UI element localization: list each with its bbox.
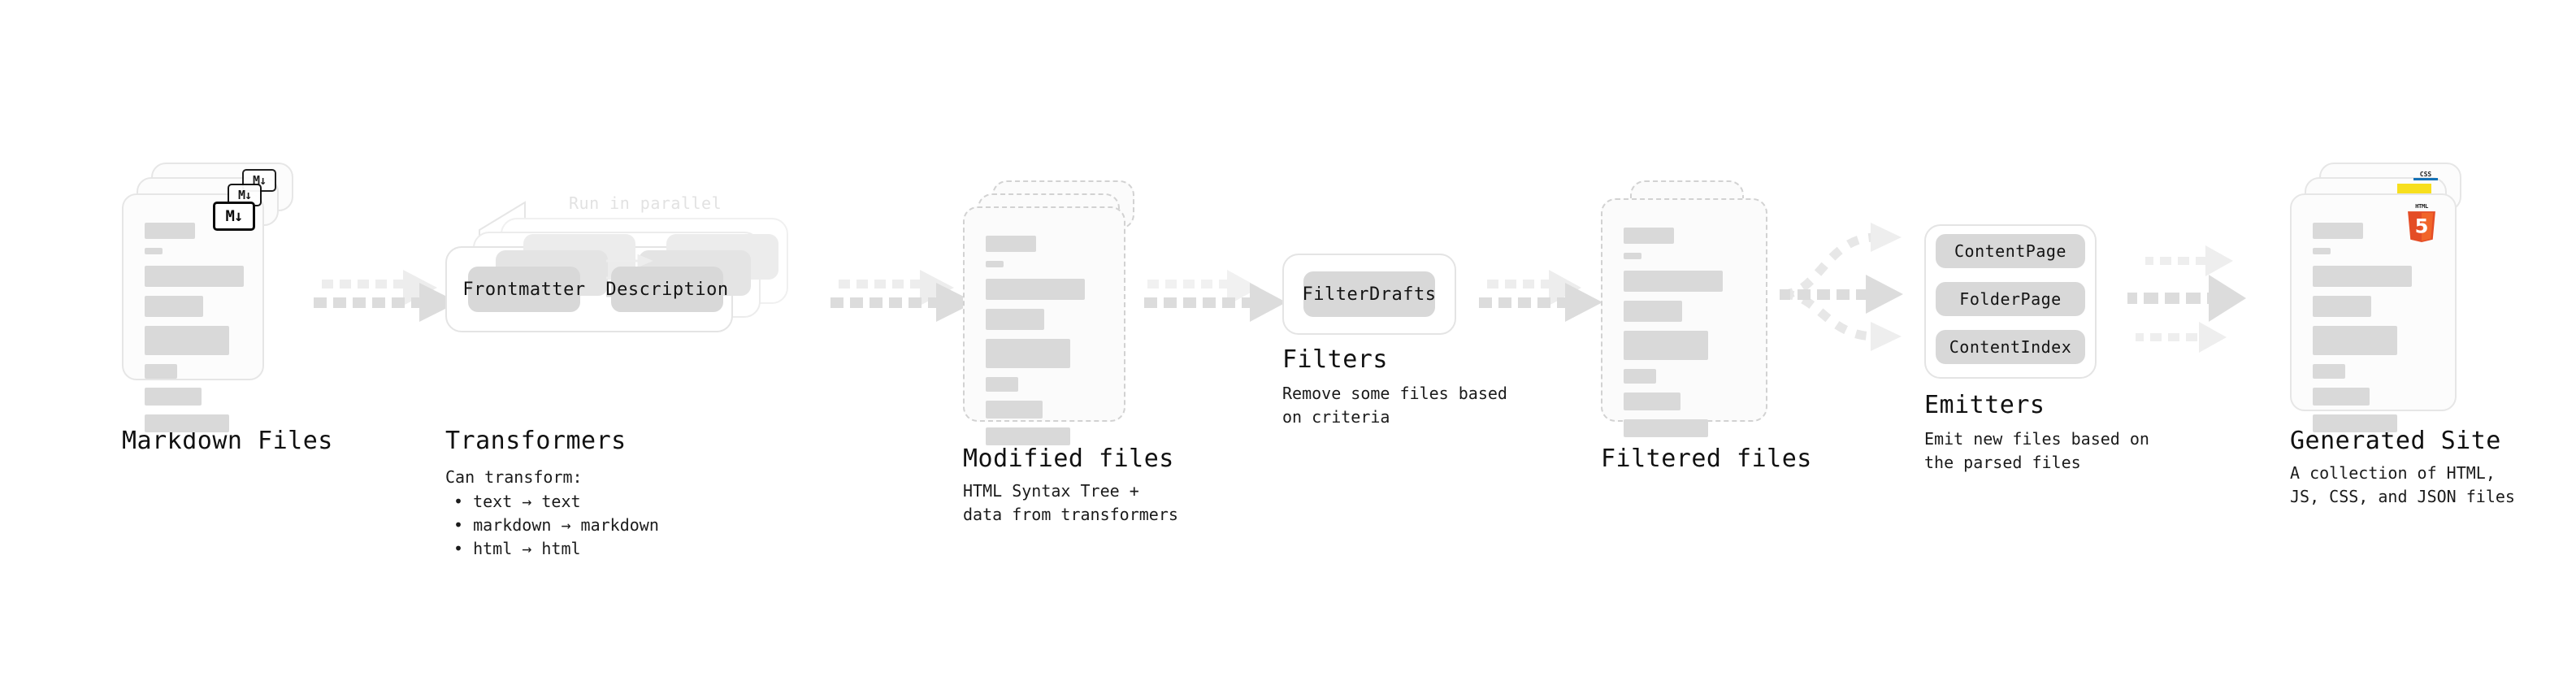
stage-description-emitters: Emit new files based on the parsed files: [1924, 429, 2149, 472]
modified-sheet-front: [963, 206, 1125, 445]
placeholder-line: [986, 377, 1018, 392]
placeholder-line: [986, 236, 1036, 252]
stage-description-transformers: Can transform:: [445, 467, 583, 487]
filters-chip-filterdrafts[interactable]: FilterDrafts: [1303, 271, 1436, 317]
emitters-chip-contentindex[interactable]: ContentIndex: [1936, 330, 2085, 364]
placeholder-line: [145, 388, 202, 406]
connector-filtered-to-emitters: [1780, 223, 1903, 351]
connector-emitters-to-site: [2127, 245, 2246, 353]
placeholder-line: [2313, 414, 2397, 432]
svg-text:5: 5: [2415, 215, 2429, 238]
placeholder-line: [2313, 296, 2371, 317]
stage-title-transformers: Transformers: [445, 427, 627, 455]
placeholder-line: [1624, 301, 1682, 322]
stage-markdown-files: M↓ M↓ M↓ Markdown Files: [122, 163, 332, 455]
connector-transformers-to-modified: [830, 270, 975, 322]
placeholder-line: [145, 364, 177, 379]
placeholder-line: [145, 326, 229, 355]
svg-text:CSS: CSS: [2420, 171, 2432, 178]
stage-title-filtered-files: Filtered files: [1601, 445, 1812, 473]
transformer-chip-description[interactable]: Description: [605, 267, 728, 312]
stage-description-filters: Remove some files based on criteria: [1282, 384, 1507, 427]
stage-title-emitters: Emitters: [1924, 391, 2045, 419]
placeholder-line: [145, 266, 244, 287]
markdown-badge: M↓: [213, 202, 255, 231]
site-content-placeholder: [2292, 195, 2455, 432]
placeholder-line: [986, 261, 1004, 267]
placeholder-line: [986, 401, 1043, 419]
placeholder-line: [2313, 223, 2363, 239]
connector-filters-to-filtered: [1479, 270, 1602, 322]
markdown-file-stack: M↓ M↓ M↓: [122, 163, 297, 432]
stage-modified-files: Modified files HTML Syntax Tree + data f…: [963, 180, 1178, 524]
transformers-bullet-1: • markdown → markdown: [453, 515, 659, 535]
stage-description-generated-site: A collection of HTML, JS, CSS, and JSON …: [2290, 463, 2515, 506]
placeholder-line: [986, 339, 1070, 368]
transformers-bullet-0: • text → text: [453, 492, 581, 511]
generated-site-file-stack: CSS HTML: [2290, 163, 2465, 432]
placeholder-line: [1624, 253, 1641, 259]
stage-title-filters: Filters: [1282, 345, 1388, 374]
emitters-chip-contentpage[interactable]: ContentPage: [1936, 234, 2085, 268]
placeholder-line: [2313, 388, 2370, 406]
placeholder-line: [986, 427, 1070, 445]
filtered-file-stack: [1601, 180, 1776, 440]
stage-filtered-files: Filtered files: [1601, 180, 1811, 473]
parallel-label: Run in parallel: [569, 193, 722, 213]
stage-generated-site: CSS HTML: [2290, 163, 2515, 506]
modified-content-placeholder: [965, 208, 1124, 445]
placeholder-line: [1624, 228, 1674, 244]
placeholder-line: [145, 248, 163, 254]
css3-badge: CSS: [2413, 171, 2438, 180]
placeholder-line: [1624, 331, 1708, 360]
html5-badge: HTML 5: [2408, 202, 2435, 242]
placeholder-line: [1624, 271, 1723, 292]
markdown-content-placeholder: [124, 195, 262, 432]
modified-file-stack: [963, 180, 1138, 445]
connector-md-to-transformers: [314, 270, 458, 322]
placeholder-line: [1624, 419, 1708, 437]
stage-title-modified-files: Modified files: [963, 445, 1174, 473]
transformer-chip-frontmatter[interactable]: Frontmatter: [462, 267, 585, 312]
placeholder-line: [2313, 364, 2345, 379]
placeholder-line: [986, 309, 1044, 330]
placeholder-line: [145, 296, 203, 317]
stage-description-modified-files: HTML Syntax Tree + data from transformer…: [963, 481, 1178, 524]
placeholder-line: [2313, 326, 2397, 355]
emitters-chip-folderpage[interactable]: FolderPage: [1936, 282, 2085, 316]
filtered-sheet-front: [1601, 198, 1767, 437]
placeholder-line: [1624, 369, 1656, 384]
filtered-content-placeholder: [1602, 200, 1766, 437]
placeholder-line: [986, 279, 1085, 300]
placeholder-line: [145, 223, 195, 239]
svg-text:HTML: HTML: [2415, 202, 2429, 210]
placeholder-line: [2313, 248, 2331, 254]
connector-modified-to-filters: [1144, 270, 1286, 322]
placeholder-line: [1624, 393, 1680, 410]
placeholder-line: [2313, 266, 2412, 287]
transformers-bullet-2: • html → html: [453, 539, 581, 558]
placeholder-line: [145, 414, 229, 432]
